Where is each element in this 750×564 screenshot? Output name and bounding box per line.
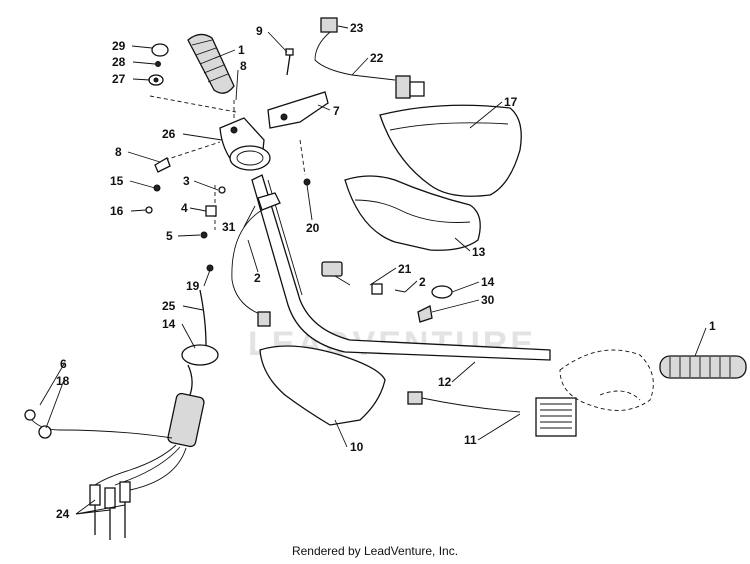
callout-24: 24 (56, 507, 70, 521)
hardware (145, 157, 311, 239)
callout-2-cable: 2 (254, 271, 261, 285)
callout-14-boot: 14 (162, 317, 176, 331)
callout-17: 17 (504, 95, 518, 109)
callout-6: 6 (60, 357, 67, 371)
callout-9: 9 (256, 24, 263, 38)
bracket (267, 91, 329, 129)
callout-14-ring: 14 (481, 275, 495, 289)
callout-27: 27 (112, 72, 126, 86)
throttle-housing (559, 349, 654, 411)
pad-upper (379, 104, 522, 197)
kill-switch-cable (231, 192, 281, 327)
cable-ends (89, 481, 131, 540)
grip-end-cap (148, 43, 169, 86)
callout-20: 20 (306, 221, 320, 235)
callout-23: 23 (350, 21, 364, 35)
wire-harness (314, 17, 425, 99)
callout-13: 13 (472, 245, 486, 259)
switch (321, 261, 453, 323)
throttle-cable (24, 264, 219, 491)
callout-31: 31 (222, 220, 236, 234)
callout-15: 15 (110, 174, 124, 188)
callout-8-lower: 8 (115, 145, 122, 159)
leader-lines (39, 25, 707, 515)
callout-7: 7 (333, 104, 340, 118)
grip-left (187, 33, 235, 94)
callout-4: 4 (181, 201, 188, 215)
callout-22: 22 (370, 51, 384, 65)
callout-12: 12 (438, 375, 452, 389)
grip-right (659, 355, 747, 379)
callout-26: 26 (162, 127, 176, 141)
callout-28: 28 (112, 55, 126, 69)
footer-credit: Rendered by LeadVenture, Inc. (291, 544, 459, 558)
callout-3: 3 (183, 174, 190, 188)
pad-handlebar (259, 345, 386, 426)
callout-5: 5 (166, 229, 173, 243)
callout-numbers: 29 28 27 1 8 9 23 22 17 7 26 8 3 15 4 16… (56, 21, 716, 521)
heater-element (407, 391, 577, 437)
callout-18: 18 (56, 374, 70, 388)
callout-1-grip-right: 1 (709, 319, 716, 333)
callout-16: 16 (110, 204, 124, 218)
assembly-lines (149, 95, 306, 230)
callout-29: 29 (112, 39, 126, 53)
callout-2-switch: 2 (419, 275, 426, 289)
callout-25: 25 (162, 299, 176, 313)
callout-8-upper: 8 (240, 59, 247, 73)
callout-30: 30 (481, 293, 495, 307)
callout-1-grip-left: 1 (238, 43, 245, 57)
callout-19: 19 (186, 279, 200, 293)
bolt (285, 48, 294, 76)
callout-10: 10 (350, 440, 364, 454)
callout-11: 11 (464, 433, 477, 447)
pad-lower (344, 175, 481, 251)
callout-21: 21 (398, 262, 412, 276)
control-housing (219, 117, 271, 171)
